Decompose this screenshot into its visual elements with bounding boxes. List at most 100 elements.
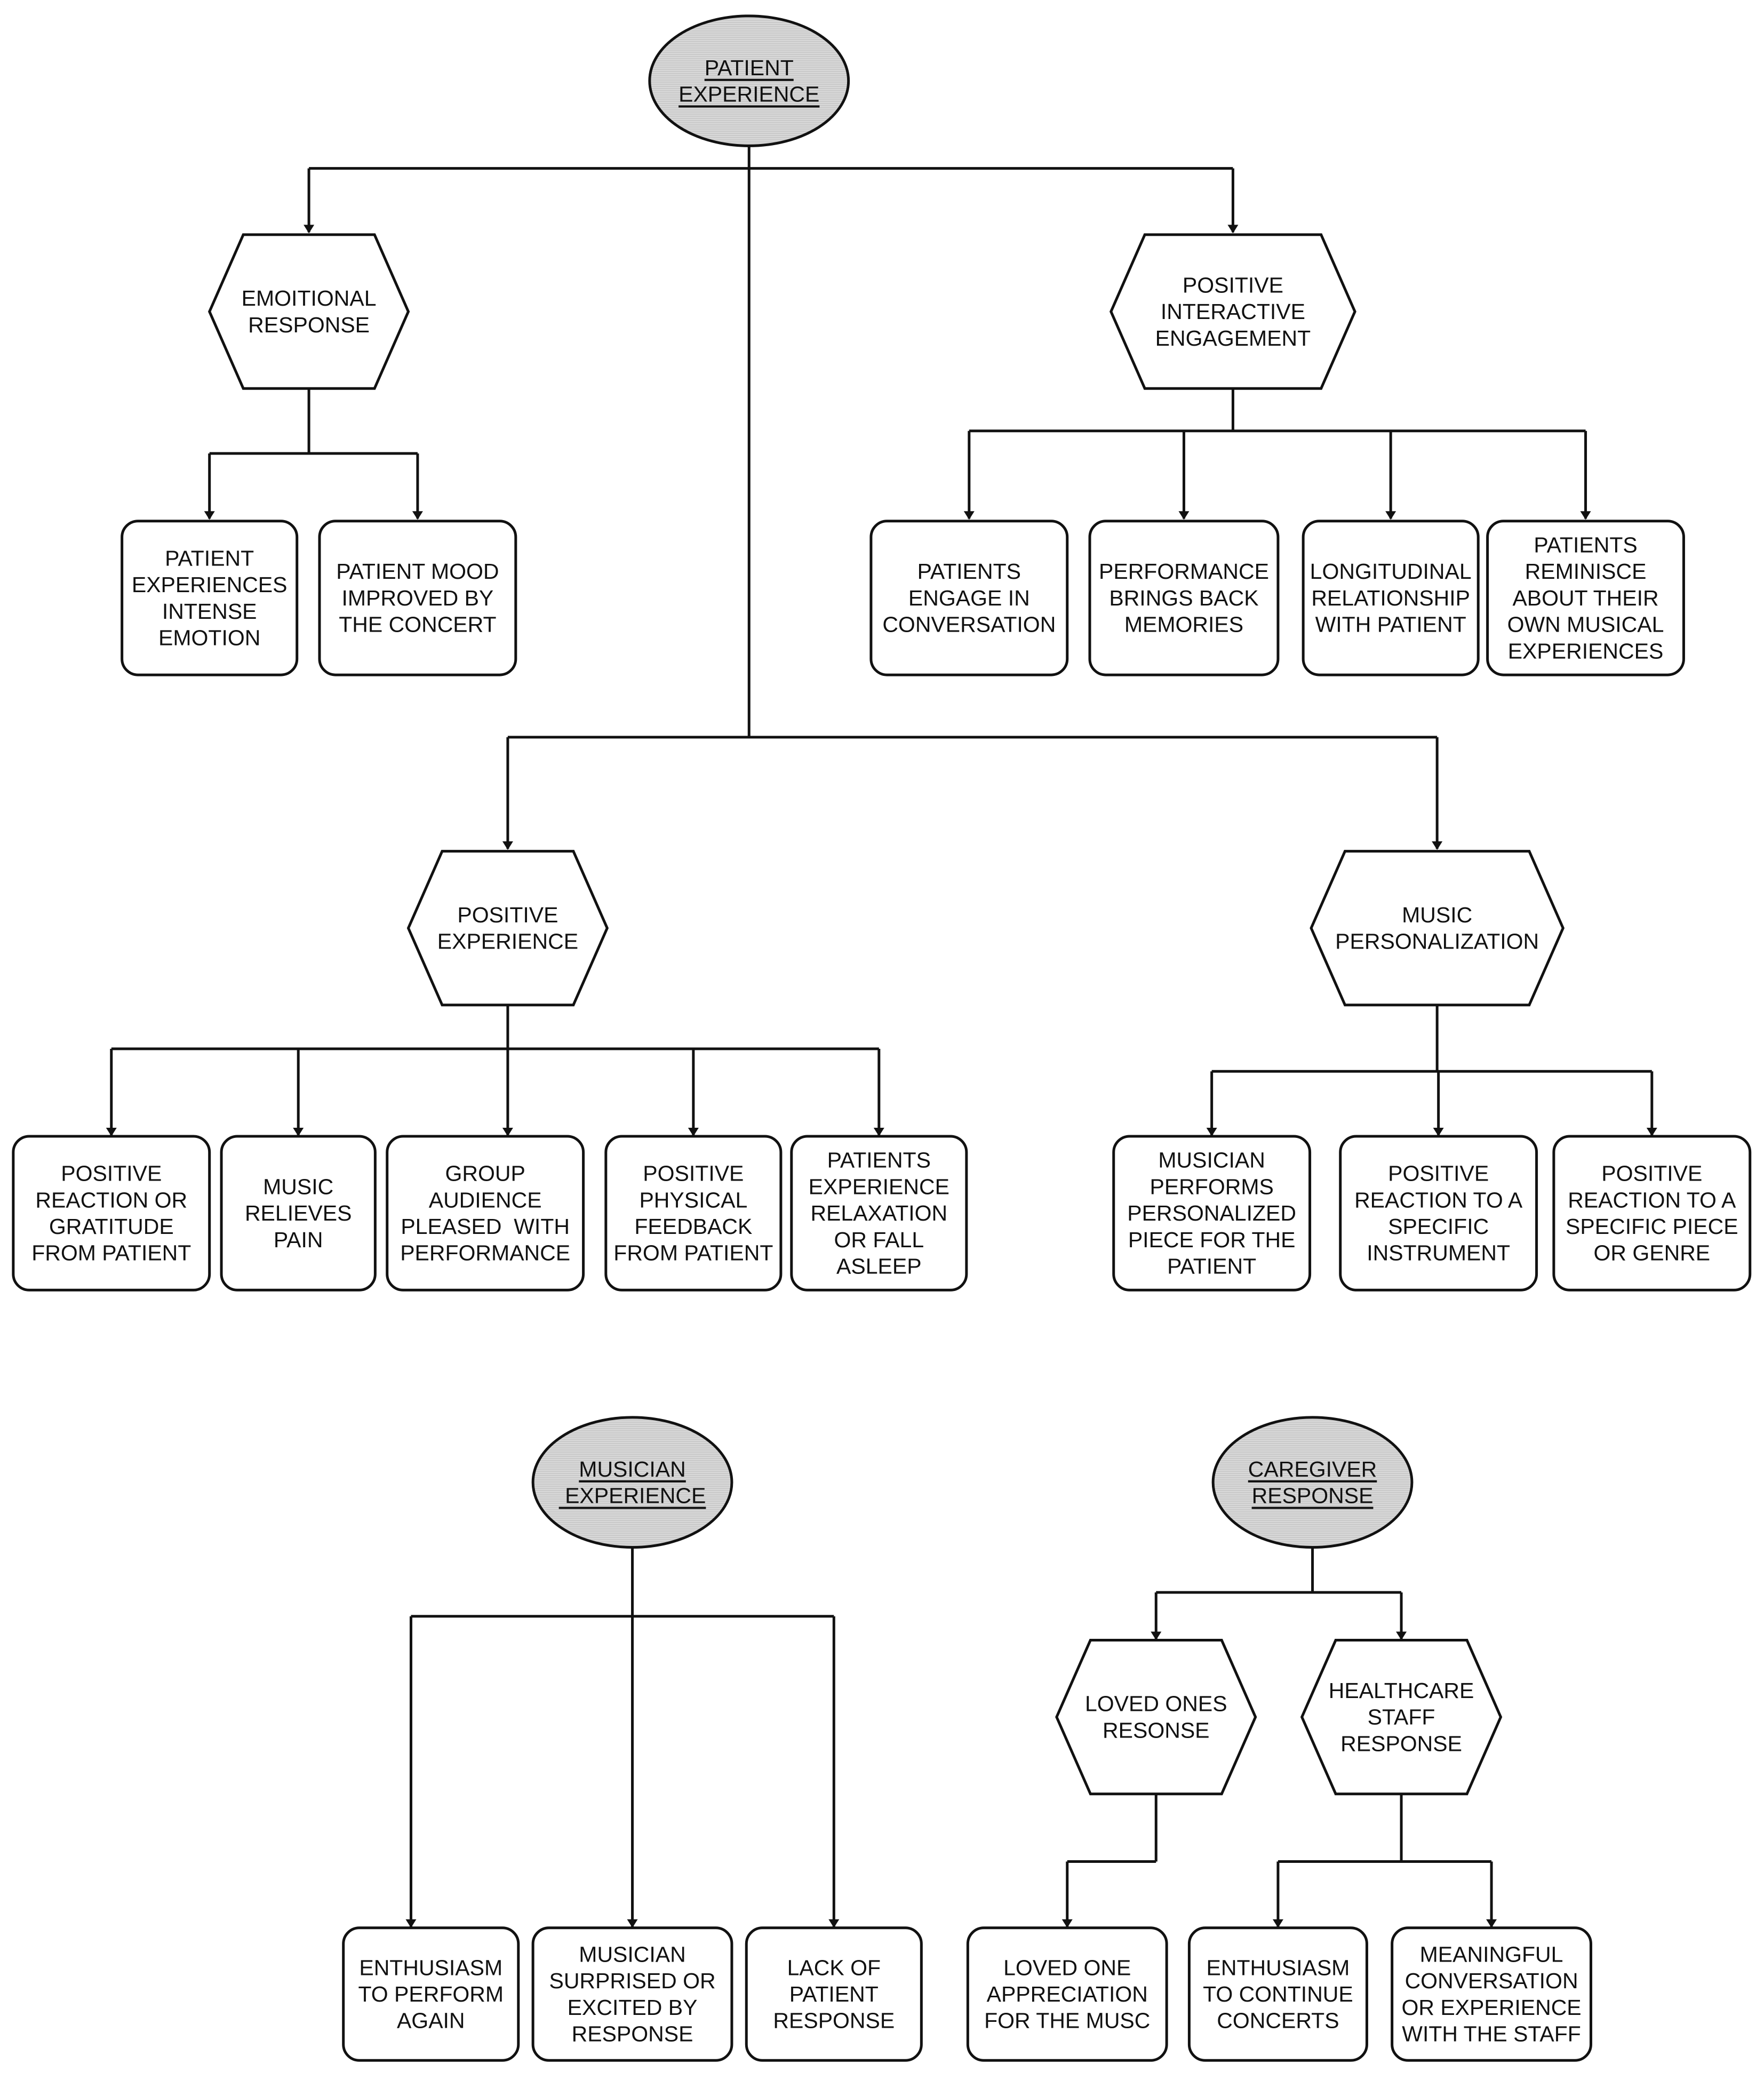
node-label-line: LOVED ONE [1003,1955,1131,1980]
theme-box-shape [1302,520,1480,676]
theme-box-shape [966,1926,1168,2062]
connector-line [1276,1794,1493,1927]
node-label-line: FROM PATIENT [31,1241,191,1265]
node-label-line: PERFORMS [1150,1174,1273,1199]
node-label-line: PATIENT [705,55,794,80]
arrowhead [963,511,975,520]
arrowhead [502,1127,513,1136]
root-ellipse-shape [1211,1416,1414,1549]
node-label-line: OR GENRE [1593,1241,1710,1265]
node-label-line: EXCITED BY [568,1995,698,2020]
arrowhead [304,225,315,234]
theme-box-shape [1391,1926,1592,2062]
arrowhead [405,1919,417,1928]
node-label-line: APPRECIATION [987,1982,1148,2006]
node-label-line: REACTION TO A [1354,1188,1523,1212]
node-label-line: RESPONSE [248,313,370,337]
node-label-line: GRATITUDE [49,1214,174,1239]
arrowhead [1227,225,1239,234]
arrowhead [1433,1127,1444,1136]
node-label-line: REACTION TO A [1568,1188,1736,1212]
node-label-line: ENTHUSIASM [1207,1955,1350,1980]
node-label-line: PERFORMANCE [1099,559,1269,584]
node-label-line: EXPERIENCE [559,1484,706,1508]
node-label-line: PATIENT [165,546,254,570]
node-label-line: EXPERIENCES [1508,639,1664,663]
theme-box-shape [220,1135,377,1292]
node-label-line: MUSICIAN [579,1457,685,1481]
arrowhead [828,1919,840,1928]
arrowhead [1646,1127,1657,1136]
arrowhead [204,511,215,520]
arrowhead [1272,1919,1283,1928]
node-label-line: WITH THE STAFF [1402,2022,1581,2046]
node-label-line: INTERACTIVE [1161,299,1305,324]
node-label-line: POSITIVE [643,1161,744,1186]
arrowhead [1061,1919,1073,1928]
node-label-line: PAIN [274,1228,323,1252]
arrowhead [412,511,423,520]
node-label-line: ASLEEP [836,1254,922,1279]
node-label-line: PERSONALIZED [1127,1201,1296,1225]
arrowhead [293,1127,304,1136]
node-label-line: RESPONSE [773,2009,895,2033]
theme-box-shape [1088,520,1280,676]
theme-box-shape [1486,520,1685,676]
theme-box-shape [531,1926,733,2062]
node-label-line: SPECIFIC [1388,1214,1489,1239]
node-label-line: RESONSE [1103,1718,1210,1742]
connector-line [110,1005,881,1135]
node-label-line: THE CONCERT [339,612,496,637]
theme-box-shape [318,520,517,676]
node-label-line: EXPERIENCE [679,82,819,106]
connector-line [1066,1794,1158,1927]
node-label-line: MEANINGFUL [1420,1942,1563,1966]
arrowhead [1385,511,1396,520]
node-label-line: OR EXPERIENCE [1401,1995,1581,2020]
node-label-line: WITH PATIENT [1315,612,1466,637]
node-label-line: PERFORMANCE [400,1241,570,1265]
theme-box-shape [1552,1135,1752,1292]
node-label-line: LACK OF [787,1955,881,1980]
node-label-line: CONVERSATION [882,612,1056,637]
root-ellipse-shape [531,1416,733,1549]
node-label-line: REACTION OR [35,1188,187,1212]
node-label-line: IMPROVED BY [342,586,494,610]
connector-line [1154,1547,1403,1639]
node-label-line: GROUP [445,1161,525,1186]
root-ellipse-shape [648,14,850,147]
node-label-line: RELAXATION [810,1201,947,1225]
node-label-line: PERSONALIZATION [1335,929,1539,954]
node-label-line: PATIENTS [1534,533,1637,557]
node-label-line: LOVED ONES [1085,1692,1227,1716]
node-label-line: FROM PATIENT [613,1241,773,1265]
arrowhead [1486,1919,1497,1928]
node-label-line: ENGAGE IN [908,586,1030,610]
connector-line [506,736,1439,849]
node-label-line: SURPRISED OR [549,1969,715,1993]
node-label-line: EXPERIENCE [809,1174,949,1199]
node-label-line: RESPONSE [572,2022,693,2046]
arrowhead [1151,1631,1162,1640]
category-hexagon-shape [1110,233,1356,390]
node-label-line: MUSIC [263,1174,333,1199]
